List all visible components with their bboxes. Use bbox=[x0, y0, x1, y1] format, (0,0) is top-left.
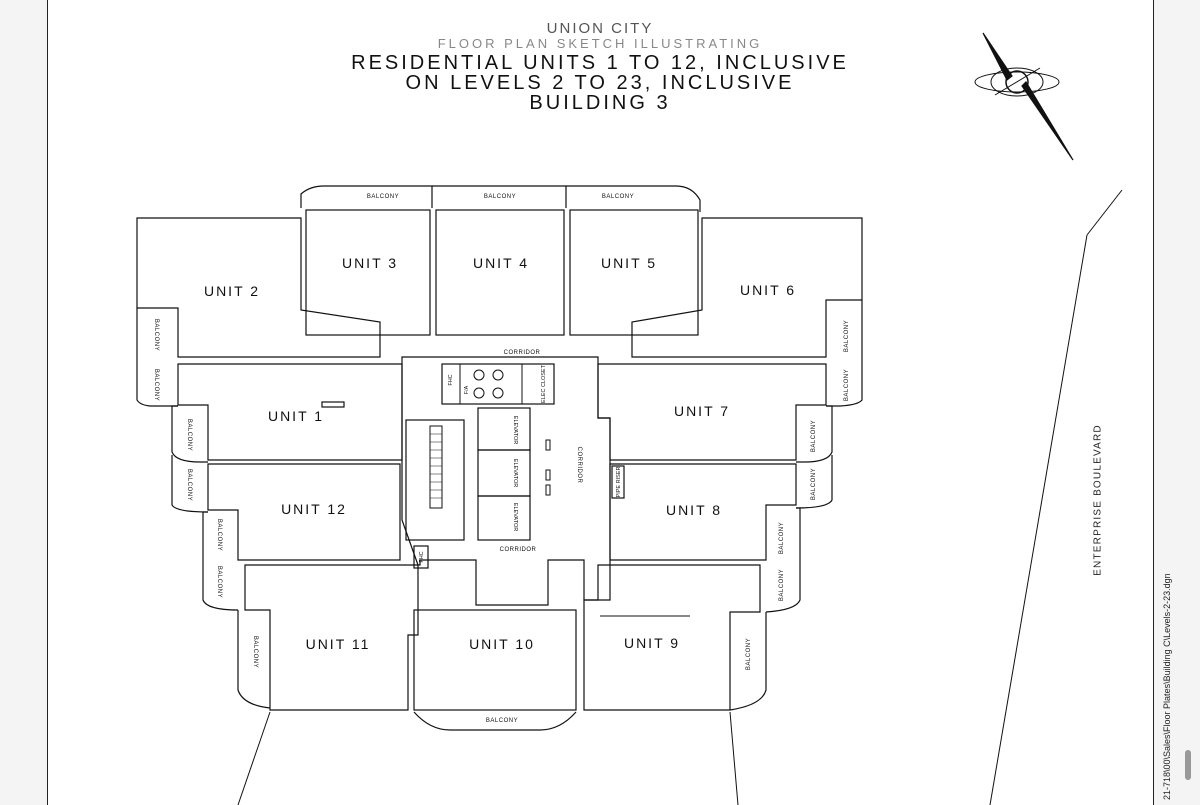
balcony-label-left-12a: BALCONY bbox=[186, 469, 192, 501]
balcony-right-6 bbox=[826, 300, 863, 407]
balcony-label-right-9: BALCONY bbox=[746, 638, 752, 670]
fhc-cabinet bbox=[413, 545, 429, 569]
drawing-sheet bbox=[47, 0, 1154, 805]
street-line-diag bbox=[1086, 189, 1123, 236]
balcony-label-top-3: BALCONY bbox=[367, 194, 399, 200]
unit-5-outline bbox=[569, 209, 699, 336]
balcony-label-right-8a: BALCONY bbox=[811, 468, 817, 500]
street-line-left bbox=[989, 234, 1088, 805]
street-line-right bbox=[1122, 190, 1155, 805]
balcony-label-right-6b: BALCONY bbox=[844, 369, 850, 401]
balcony-top-3 bbox=[300, 185, 433, 208]
corridor-label-bottom: CORRIDOR bbox=[500, 547, 537, 553]
elevator-shaft-2 bbox=[477, 449, 531, 497]
balcony-label-left-12b: BALCONY bbox=[216, 519, 222, 551]
balcony-right-7 bbox=[796, 405, 833, 463]
balcony-left-11 bbox=[237, 610, 271, 709]
balcony-label-bottom: BALCONY bbox=[486, 718, 518, 724]
lot-line-left bbox=[237, 711, 271, 805]
fa-label: F/A bbox=[464, 385, 470, 394]
fhc-label-top: FHC bbox=[448, 374, 454, 385]
balcony-label-top-4: BALCONY bbox=[484, 194, 516, 200]
unit-12-label: UNIT 12 bbox=[281, 501, 347, 517]
unit-11-label: UNIT 11 bbox=[306, 636, 371, 652]
balcony-bottom-10 bbox=[413, 711, 577, 731]
unit-10-label: UNIT 10 bbox=[469, 636, 535, 652]
scrollbar-thumb[interactable] bbox=[1185, 750, 1191, 780]
unit-2-outline bbox=[136, 217, 381, 358]
balcony-label-top-5: BALCONY bbox=[602, 194, 634, 200]
unit-9-label: UNIT 9 bbox=[624, 635, 680, 651]
unit-1-feature bbox=[321, 401, 345, 408]
pipe-riser-label: PIPE RISER bbox=[616, 467, 622, 498]
elec-closet-label: ELEC CLOSET bbox=[541, 364, 547, 403]
title-city: UNION CITY bbox=[546, 20, 654, 37]
fhc-label-bottom: FHC bbox=[419, 551, 425, 562]
elevator-label-3: ELEVATOR bbox=[512, 503, 518, 531]
file-path-label: 21-718\00\Sales\Floor Plates\Building C\… bbox=[1162, 573, 1172, 800]
unit-10-outline bbox=[413, 609, 577, 711]
balcony-left-1 bbox=[171, 405, 208, 463]
unit-6-label: UNIT 6 bbox=[740, 282, 796, 298]
unit-4-outline bbox=[435, 209, 565, 336]
unit-3-outline bbox=[305, 209, 431, 336]
elevator-shaft-3 bbox=[477, 495, 531, 541]
unit-1-label: UNIT 1 bbox=[268, 408, 324, 424]
balcony-label-right-6: BALCONY bbox=[844, 320, 850, 352]
title-units: RESIDENTIAL UNITS 1 TO 12, INCLUSIVE bbox=[351, 52, 849, 74]
balcony-right-8a bbox=[795, 455, 833, 509]
corridor-label-vertical: CORRIDOR bbox=[576, 447, 582, 484]
balcony-label-right-8c: BALCONY bbox=[779, 569, 785, 601]
balcony-label-right-7: BALCONY bbox=[811, 420, 817, 452]
elevator-label-2: ELEVATOR bbox=[512, 459, 518, 487]
balcony-left-2 bbox=[136, 308, 178, 407]
unit-6-outline bbox=[631, 217, 863, 358]
unit-11-outline bbox=[244, 564, 419, 711]
street-label: ENTERPRISE BOULEVARD bbox=[1092, 424, 1104, 576]
elevator-shaft-1 bbox=[477, 407, 531, 451]
corridor-label-top: CORRIDOR bbox=[504, 350, 541, 356]
pipe-riser bbox=[611, 465, 625, 499]
unit-2-label: UNIT 2 bbox=[204, 283, 260, 299]
north-arrow-icon bbox=[974, 32, 1074, 161]
balcony-label-left-2: BALCONY bbox=[153, 319, 159, 351]
balcony-left-12b bbox=[202, 511, 239, 611]
balcony-label-left-12c: BALCONY bbox=[216, 566, 222, 598]
stairwell bbox=[405, 419, 465, 541]
elec-closet bbox=[441, 363, 555, 405]
balcony-right-8b bbox=[765, 507, 801, 613]
balcony-label-left-11: BALCONY bbox=[252, 636, 258, 668]
unit-7-label: UNIT 7 bbox=[674, 403, 730, 419]
unit-5-label: UNIT 5 bbox=[601, 255, 657, 271]
balcony-label-left-2b: BALCONY bbox=[153, 369, 159, 401]
core-outline bbox=[401, 356, 611, 606]
balcony-label-left-1: BALCONY bbox=[186, 419, 192, 451]
title-levels: ON LEVELS 2 TO 23, INCLUSIVE bbox=[405, 72, 795, 94]
unit-12-outline bbox=[207, 463, 401, 561]
balcony-left-12a bbox=[171, 455, 209, 513]
unit-8-label: UNIT 8 bbox=[666, 502, 722, 518]
title-building: BUILDING 3 bbox=[529, 92, 671, 114]
lot-line-right bbox=[729, 711, 739, 805]
unit-4-label: UNIT 4 bbox=[473, 255, 529, 271]
elevator-label-1: ELEVATOR bbox=[512, 416, 518, 444]
balcony-right-9 bbox=[729, 612, 767, 711]
unit-3-label: UNIT 3 bbox=[342, 255, 398, 271]
balcony-label-right-8b: BALCONY bbox=[779, 522, 785, 554]
balcony-top-5 bbox=[566, 185, 701, 212]
title-subtitle: FLOOR PLAN SKETCH ILLUSTRATING bbox=[437, 36, 763, 51]
